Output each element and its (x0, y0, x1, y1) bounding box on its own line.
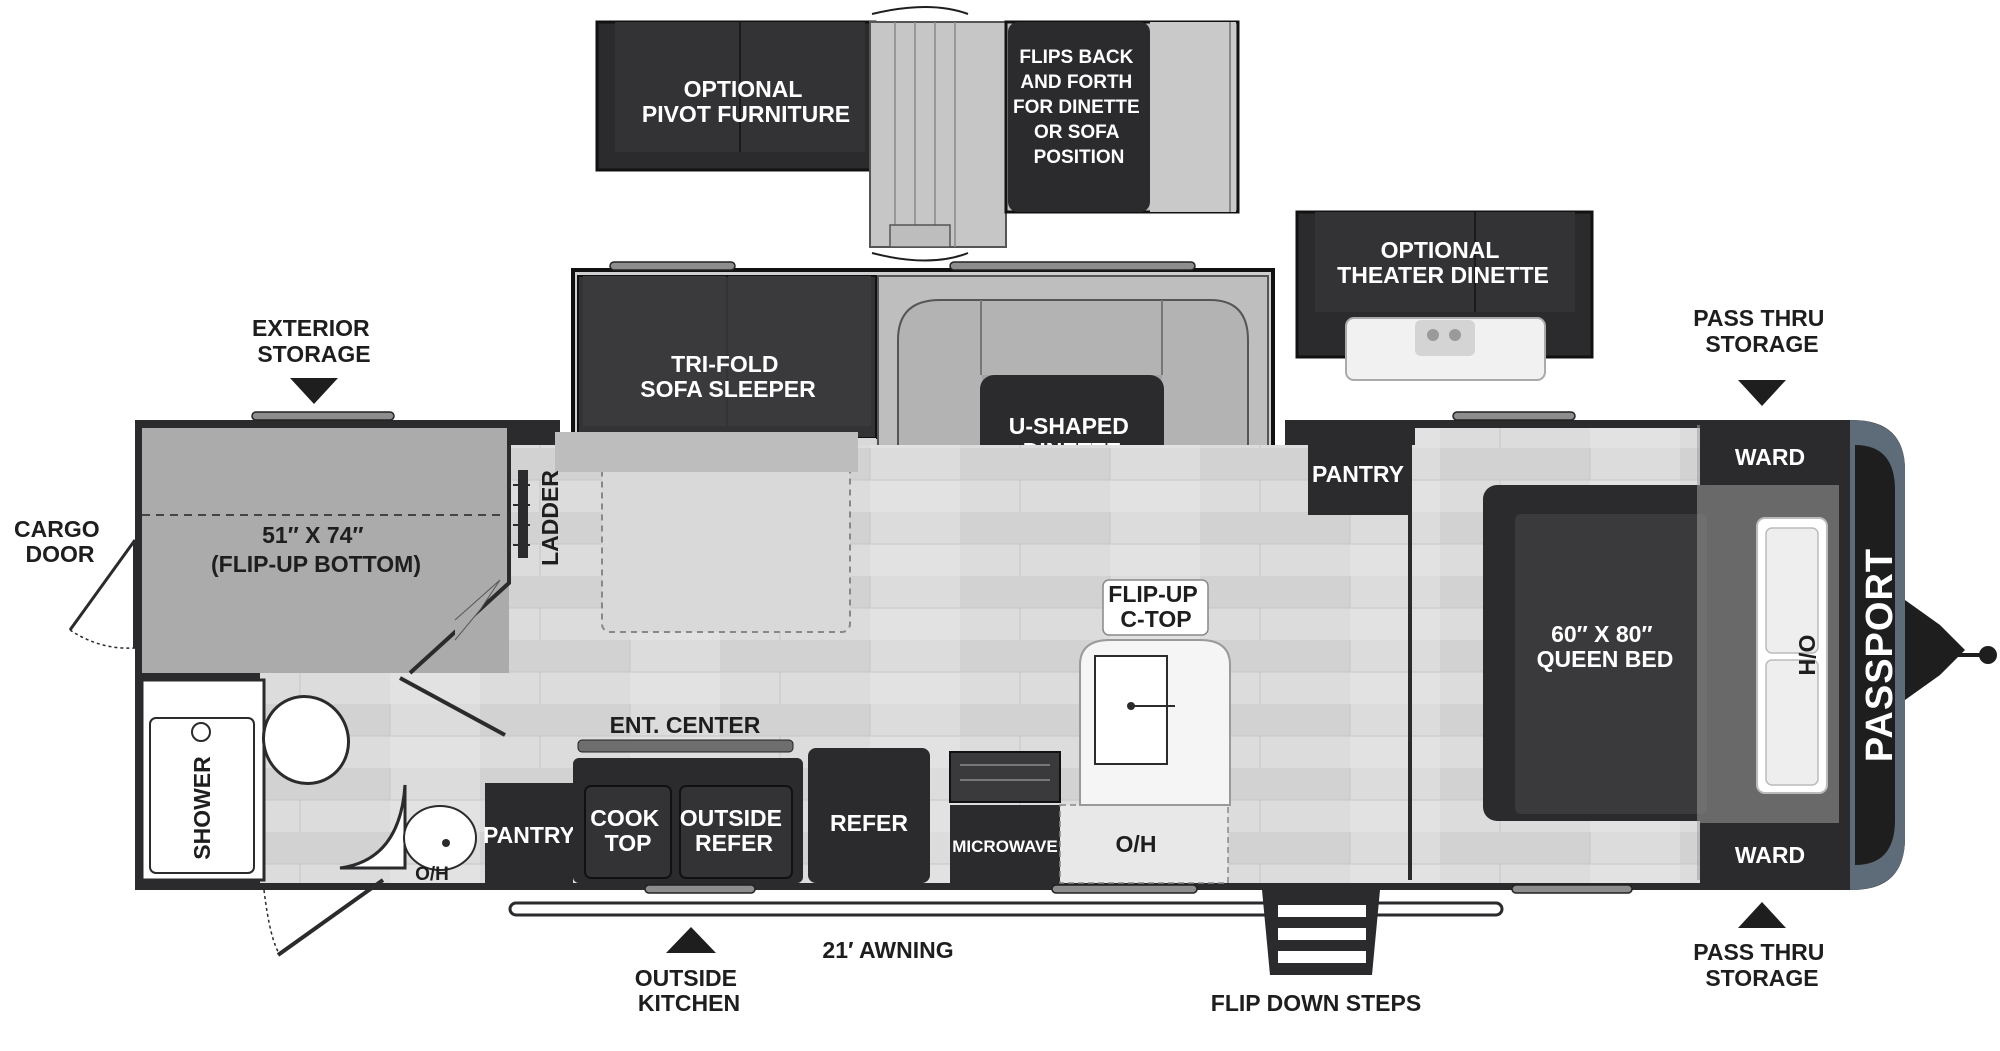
ward-top-label: WARD (1735, 444, 1805, 470)
bunk-size-label: 51″ X 74″ (FLIP-UP BOTTOM) (211, 522, 421, 577)
cook-top-label: COOK TOP (590, 805, 665, 856)
main-body: 51″ X 74″ (FLIP-UP BOTTOM) LADDER SHOWER… (135, 411, 1997, 957)
outside-kitchen-label: OUTSIDE KITCHEN (635, 965, 744, 1016)
flip-down-steps-label: FLIP DOWN STEPS (1211, 990, 1421, 1016)
shower-label: SHOWER (189, 756, 215, 860)
awning-label: 21′ AWNING (822, 937, 953, 963)
optional-theater-dinette: OPTIONAL THEATER DINETTE (1295, 210, 1594, 381)
theater-dinette-label: OPTIONAL THEATER DINETTE (1337, 237, 1549, 288)
bath-oh-label: O/H (415, 864, 449, 885)
optional-pivot-furniture: OPTIONAL PIVOT FURNITURE (595, 20, 877, 172)
optional-pivot-label: OPTIONAL PIVOT FURNITURE (642, 76, 850, 127)
pivot-table (869, 6, 1007, 262)
flip-up-ctop-label: FLIP-UP C-TOP (1108, 581, 1203, 632)
cargo-door: CARGO DOOR (14, 516, 137, 649)
arrow-up-icon (666, 927, 716, 953)
outside-refer-label: OUTSIDE REFER (680, 805, 789, 856)
tri-fold-label: TRI-FOLD SOFA SLEEPER (640, 351, 816, 402)
arrow-up-icon (1738, 902, 1786, 928)
ward-bottom-label: WARD (1735, 842, 1805, 868)
flips-back-label: FLIPS BACK AND FORTH FOR DINETTE OR SOFA… (1013, 47, 1145, 168)
cargo-door-label: CARGO DOOR (14, 516, 106, 567)
exterior-storage-callout: EXTERIOR STORAGE (252, 315, 376, 404)
ladder-label: LADDER (537, 470, 563, 566)
pass-thru-bottom-callout: PASS THRU STORAGE (1693, 902, 1831, 991)
ent-center-label: ENT. CENTER (610, 712, 761, 738)
pass-thru-bottom-label: PASS THRU STORAGE (1693, 939, 1831, 991)
brand-logo: PASSPORT (1859, 548, 1901, 762)
pantry-bottom-label: PANTRY (483, 822, 575, 848)
queen-bed-label: 60″ X 80″ QUEEN BED (1537, 621, 1674, 672)
outside-kitchen-callout: OUTSIDE KITCHEN (635, 927, 744, 1016)
flip-down-steps: FLIP DOWN STEPS (1211, 890, 1421, 1016)
pantry-top-label: PANTRY (1312, 461, 1404, 487)
kitchen-oh-label: O/H (1116, 831, 1157, 857)
flip-back-seat: FLIPS BACK AND FORTH FOR DINETTE OR SOFA… (1004, 20, 1240, 214)
refer-label: REFER (830, 810, 908, 836)
bed-oh-label: O/H (1794, 635, 1820, 676)
arrow-down-icon (290, 378, 338, 404)
exterior-storage-label: EXTERIOR STORAGE (252, 315, 376, 367)
microwave-label: MICROWAVE (952, 837, 1057, 856)
awning: 21′ AWNING (508, 901, 1504, 963)
pass-thru-top-callout: PASS THRU STORAGE (1693, 305, 1831, 406)
pass-thru-top-label: PASS THRU STORAGE (1693, 305, 1831, 357)
arrow-down-icon (1738, 380, 1786, 406)
